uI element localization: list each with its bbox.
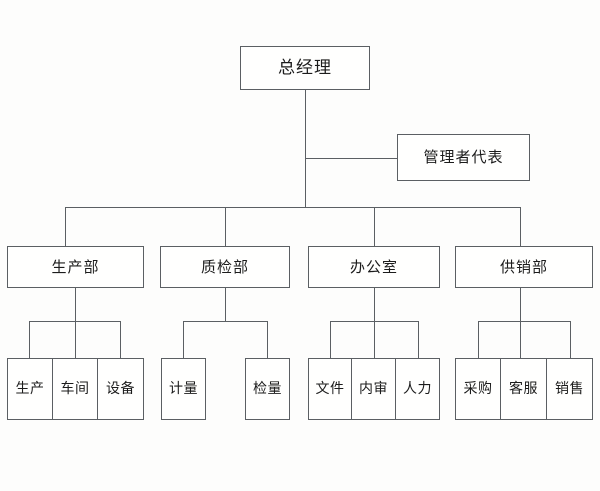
connector-office-bar [330, 321, 418, 322]
node-unit-supply-3[interactable]: 销售 [547, 358, 593, 420]
connector-drop-production [65, 207, 66, 246]
connector-gm-to-mgmt-rep [305, 158, 397, 159]
node-unit-quality-1[interactable]: 计量 [161, 358, 206, 420]
node-label: 设备 [106, 381, 135, 397]
connector-quality-child-1 [183, 321, 184, 358]
node-unit-quality-2[interactable]: 检量 [245, 358, 290, 420]
node-department-supply[interactable]: 供销部 [455, 246, 593, 288]
node-unit-production-3[interactable]: 设备 [98, 358, 144, 420]
node-department-office[interactable]: 办公室 [308, 246, 440, 288]
node-label: 总经理 [278, 57, 332, 78]
connector-office-stem [374, 288, 375, 358]
node-unit-supply-1[interactable]: 采购 [455, 358, 501, 420]
node-department-quality[interactable]: 质检部 [160, 246, 290, 288]
node-label: 办公室 [349, 257, 398, 276]
node-label: 质检部 [200, 257, 249, 276]
connector-quality-bar [183, 321, 268, 322]
node-department-production[interactable]: 生产部 [7, 246, 144, 288]
node-unit-office-2[interactable]: 内审 [352, 358, 396, 420]
node-label: 采购 [463, 381, 493, 397]
connector-production-stem [75, 288, 76, 358]
connector-production-child-3 [120, 321, 121, 358]
connector-quality-stem [225, 288, 226, 321]
connector-drop-office [374, 207, 375, 246]
connector-supply-bar [478, 321, 570, 322]
connector-office-child-1 [330, 321, 331, 358]
node-label: 生产 [15, 381, 45, 397]
connector-department-bar [65, 207, 521, 208]
connector-quality-child-2 [267, 321, 268, 358]
node-label: 内审 [359, 381, 388, 397]
node-label: 生产部 [51, 257, 100, 276]
connector-supply-child-3 [570, 321, 571, 358]
connector-drop-supply [520, 207, 521, 246]
node-label: 客服 [509, 381, 538, 397]
node-label: 计量 [169, 381, 198, 397]
connector-gm-trunk [305, 90, 306, 208]
node-label: 文件 [315, 381, 345, 397]
node-unit-production-1[interactable]: 生产 [7, 358, 53, 420]
connector-production-bar [29, 321, 120, 322]
node-unit-office-3[interactable]: 人力 [396, 358, 440, 420]
node-management-representative[interactable]: 管理者代表 [397, 134, 530, 181]
connector-production-child-1 [29, 321, 30, 358]
node-label: 检量 [253, 381, 282, 397]
node-general-manager[interactable]: 总经理 [240, 46, 370, 90]
node-label: 车间 [60, 381, 90, 397]
node-unit-production-2[interactable]: 车间 [53, 358, 98, 420]
connector-office-child-3 [418, 321, 419, 358]
node-label: 供销部 [499, 257, 548, 276]
node-label: 管理者代表 [423, 148, 504, 166]
node-unit-supply-2[interactable]: 客服 [501, 358, 547, 420]
node-label: 人力 [403, 381, 432, 397]
node-label: 销售 [555, 381, 584, 397]
connector-supply-child-1 [478, 321, 479, 358]
node-unit-office-1[interactable]: 文件 [308, 358, 352, 420]
connector-supply-stem [520, 288, 521, 358]
connector-drop-quality [225, 207, 226, 246]
